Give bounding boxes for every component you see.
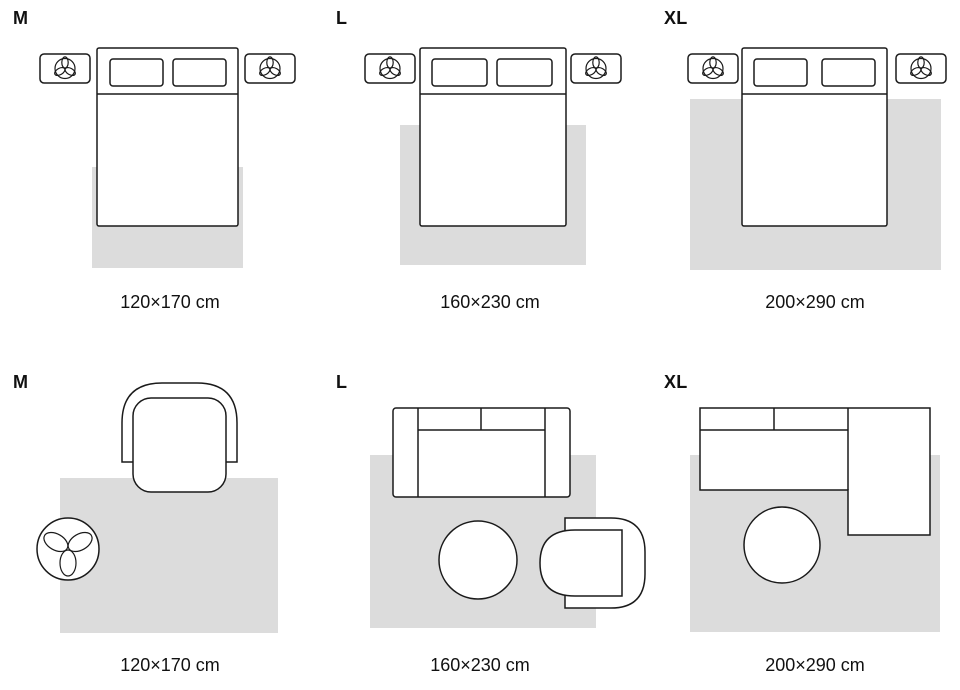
living-room-diagram-l: [370, 407, 646, 628]
plant-icon: [379, 56, 401, 80]
nightstand-left: [364, 53, 416, 84]
sofa: [392, 407, 571, 498]
rug-dimensions: 120×170 cm: [120, 655, 220, 675]
bedroom-diagram-xl: [687, 47, 947, 270]
nightstand-right: [570, 53, 622, 84]
pillow-right: [821, 58, 876, 87]
plant-icon: [54, 56, 76, 80]
plant: [36, 517, 100, 581]
size-label: XL: [664, 8, 688, 28]
pouf: [438, 520, 518, 600]
armchair: [121, 382, 238, 493]
plant-icon: [259, 56, 281, 80]
rug-dimensions: 200×290 cm: [765, 292, 865, 312]
size-label: M: [13, 8, 29, 28]
plant-icon: [910, 56, 932, 80]
armchair: [539, 517, 646, 609]
nightstand-right: [244, 53, 296, 84]
plant-icon: [43, 531, 93, 577]
nightstand-left: [39, 53, 91, 84]
living-room-diagram-xl: [690, 407, 940, 632]
nightstand-right: [895, 53, 947, 84]
pillow-left: [753, 58, 808, 87]
rug-dimensions: 160×230 cm: [430, 655, 530, 675]
size-label: L: [336, 8, 348, 28]
bedroom-diagram-l: [364, 47, 622, 265]
rug-dimensions: 120×170 cm: [120, 292, 220, 312]
bed: [419, 47, 567, 227]
pouf: [743, 506, 821, 584]
plant-icon: [702, 56, 724, 80]
rug-dimensions: 200×290 cm: [765, 655, 865, 675]
size-label: L: [336, 372, 348, 392]
living-room-diagram-m: [36, 382, 278, 633]
sectional-sofa: [699, 407, 931, 536]
plant-icon: [585, 56, 607, 80]
armchair-seat: [539, 529, 623, 597]
bed: [741, 47, 888, 227]
bedroom-diagram-m: [39, 47, 296, 268]
pillow-left: [109, 58, 164, 87]
pillow-right: [172, 58, 227, 87]
size-label: M: [13, 372, 29, 392]
pillow-left: [431, 58, 488, 87]
nightstand-left: [687, 53, 739, 84]
armchair-seat: [132, 397, 227, 493]
bed: [96, 47, 239, 227]
pillow-right: [496, 58, 553, 87]
rug-dimensions: 160×230 cm: [440, 292, 540, 312]
size-label: XL: [664, 372, 688, 392]
